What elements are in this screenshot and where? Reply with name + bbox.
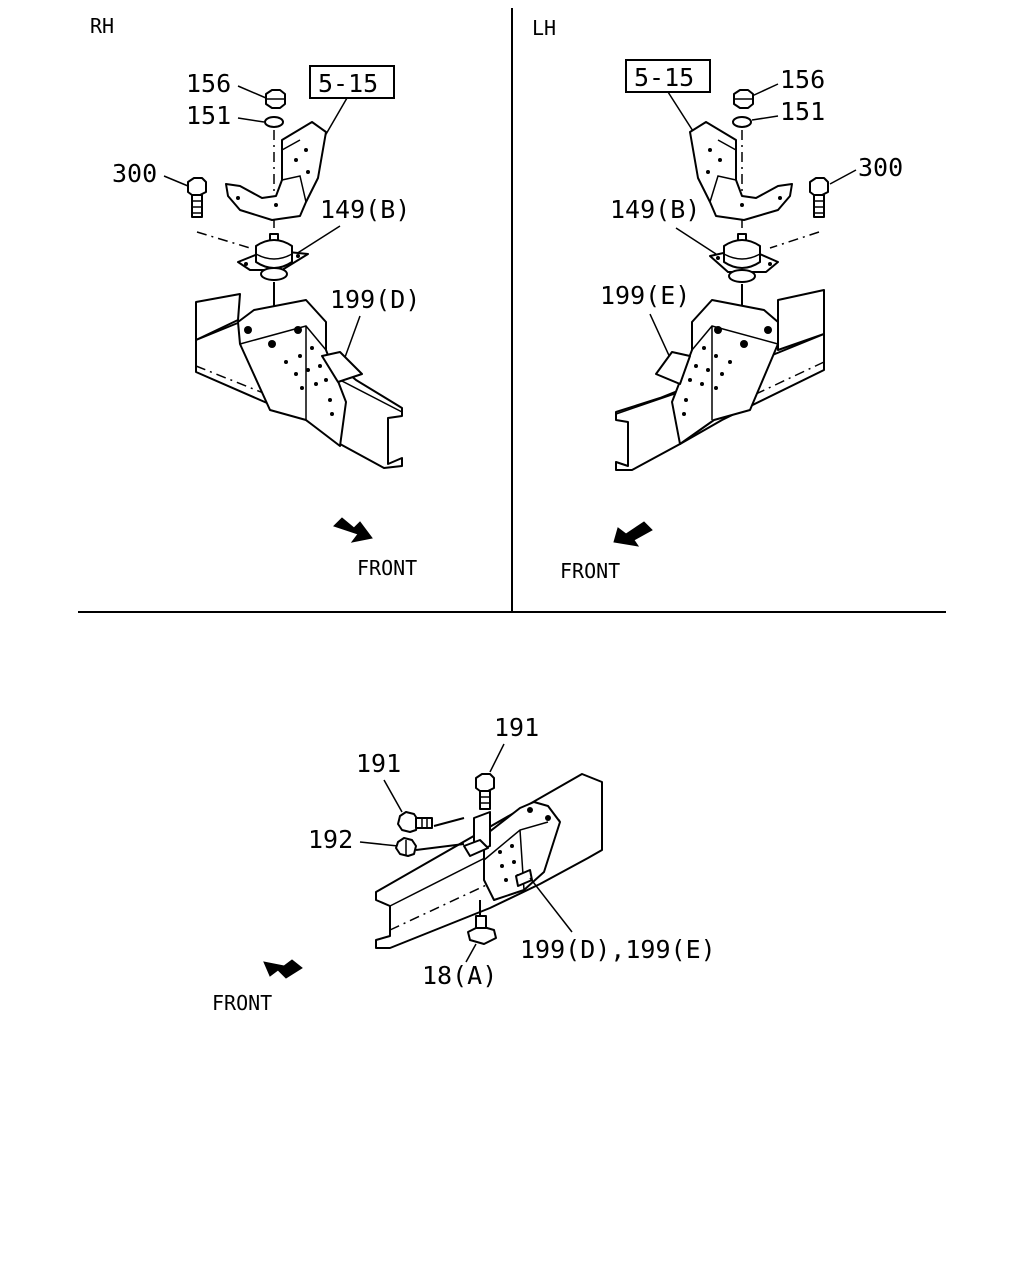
lh-bolt-leader	[829, 169, 857, 185]
bottom-side-bolt-label: 191	[356, 749, 401, 778]
bottom-front-label: FRONT	[212, 991, 272, 1015]
bottom-top-bolt-label: 191	[494, 713, 539, 742]
bottom-tab-icon	[463, 811, 491, 857]
rh-ref-box-label: 5-15	[318, 69, 378, 98]
bottom-side-nut-label: 192	[308, 825, 353, 854]
lh-washer-leader	[751, 115, 779, 121]
rh-mount-label: 149(B)	[320, 195, 410, 224]
rh-bolt-label: 300	[112, 159, 157, 188]
rh-bracket-leader	[343, 315, 361, 361]
lh-mount-leader	[675, 227, 717, 255]
lh-bracket-tab-icon	[655, 351, 691, 385]
bottom-side-nut-leader	[359, 841, 399, 847]
rh-engine-bracket-icon	[225, 121, 327, 221]
rh-chassis-bracket-icon	[237, 299, 347, 447]
rh-nut-label: 156	[186, 69, 231, 98]
bottom-bracket-label: 199(D),199(E)	[520, 935, 716, 964]
lh-bolt-label: 300	[858, 153, 903, 182]
bottom-panel: 191 191 192	[212, 713, 716, 1015]
rh-side-label: RH	[90, 14, 114, 38]
lh-nut-icon	[733, 89, 754, 109]
bottom-chassis-bracket-icon	[483, 801, 561, 901]
lh-front-arrow-icon	[613, 521, 653, 547]
lh-washer-icon	[732, 116, 752, 128]
rh-nut-leader	[237, 85, 267, 99]
bottom-lower-part-icon	[467, 915, 497, 945]
bottom-side-bolt-leader	[383, 779, 403, 813]
lh-bolt-icon	[809, 177, 829, 218]
lh-bracket-label: 199(E)	[600, 281, 690, 310]
lh-side-label: LH	[532, 16, 556, 40]
bottom-top-bolt-icon	[475, 773, 495, 810]
lh-ref-box-label: 5-15	[634, 63, 694, 92]
bottom-lower-part-leader	[465, 943, 477, 963]
rh-bolt-icon	[187, 177, 207, 218]
rh-engine-mount-icon	[237, 233, 309, 281]
rh-front-label: FRONT	[357, 556, 417, 580]
rh-bracket-label: 199(D)	[330, 285, 420, 314]
bottom-bracket-leader	[529, 877, 573, 933]
rh-nut-icon	[265, 89, 286, 109]
lh-nut-leader	[751, 83, 779, 97]
lh-front-label: FRONT	[560, 559, 620, 583]
lh-bracket-leader	[649, 313, 673, 363]
bottom-side-nut-icon	[395, 837, 417, 857]
rh-front-arrow-icon	[333, 517, 373, 543]
rh-washer-label: 151	[186, 101, 231, 130]
rh-bolt-leader	[163, 175, 189, 187]
bottom-side-nut-axis	[415, 843, 465, 851]
bottom-side-bolt-axis	[433, 817, 465, 827]
lh-engine-bracket-icon	[689, 121, 793, 221]
lh-washer-label: 151	[780, 97, 825, 126]
rh-panel: RH 5-15 156 151 300	[90, 14, 420, 580]
bottom-side-bolt-icon	[397, 811, 433, 833]
bottom-lower-part-label: 18(A)	[422, 961, 497, 990]
rh-ref-box-frame	[309, 65, 395, 99]
lh-engine-mount-icon	[709, 233, 779, 283]
lh-chassis-bracket-icon	[671, 299, 779, 445]
rh-bolt-axis	[196, 231, 251, 249]
lh-bolt-axis	[769, 231, 820, 249]
rh-bracket-tab-icon	[321, 351, 363, 383]
bottom-top-bolt-leader	[489, 743, 505, 773]
lh-nut-label: 156	[780, 65, 825, 94]
rh-mount-leader	[295, 225, 341, 255]
lh-mount-label: 149(B)	[610, 195, 700, 224]
rh-washer-leader	[237, 117, 265, 123]
lh-panel: LH 5-15 156 151 300	[532, 16, 903, 583]
bottom-front-arrow-icon	[263, 959, 303, 979]
rh-washer-icon	[264, 116, 284, 128]
